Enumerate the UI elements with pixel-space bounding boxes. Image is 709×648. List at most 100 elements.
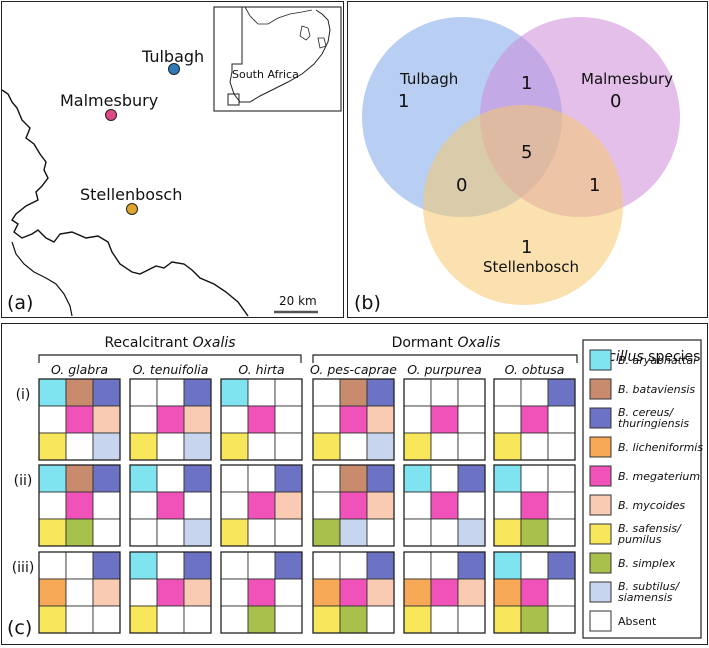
grid-cell <box>339 432 368 461</box>
grid-cell <box>92 378 121 407</box>
panel-a-label: (a) <box>7 292 33 314</box>
grid-cell <box>366 464 395 493</box>
panel-c-label: (c) <box>7 617 32 639</box>
venn-count-malmesbury-stellenbosch: 1 <box>589 175 600 196</box>
grid-cell <box>65 605 94 634</box>
legend-label: B. simplex <box>618 557 676 570</box>
panel-b-label: (b) <box>354 292 381 314</box>
grid-cell <box>366 432 395 461</box>
grid-cell <box>183 518 212 547</box>
legend-label: B. aryabhattai <box>618 354 696 367</box>
grid-cell <box>493 405 522 434</box>
site-label-stellenbosch: Stellenbosch <box>80 185 182 204</box>
grid-cell <box>493 378 522 407</box>
grid-cell <box>156 518 185 547</box>
grid-cell <box>274 491 303 520</box>
species-grid <box>493 378 576 461</box>
site-label-tulbagh: Tulbagh <box>141 47 204 66</box>
legend-swatch <box>589 436 612 458</box>
species-grid <box>220 551 303 634</box>
grid-cell <box>38 518 67 547</box>
legend-label: B. licheniformis <box>618 441 703 454</box>
legend-swatch <box>589 523 612 545</box>
venn-count-tulbagh-only: 1 <box>398 91 409 112</box>
venn-count-all-three: 5 <box>521 142 532 163</box>
grid-cell <box>430 551 459 580</box>
grid-cell <box>220 551 249 580</box>
grid-frame <box>493 551 576 634</box>
grid-cell <box>220 464 249 493</box>
grid-cell <box>430 378 459 407</box>
grid-cell <box>430 518 459 547</box>
grid-cell <box>183 405 212 434</box>
grid-cell <box>156 491 185 520</box>
panel-c-svg: Recalcitrant Oxalis Dormant Oxalis O. gl… <box>7 335 703 639</box>
species-grid <box>220 378 303 461</box>
grid-cell <box>520 578 549 607</box>
legend-item: B. cereus/thuringiensis <box>589 406 689 430</box>
grid-cell <box>493 518 522 547</box>
site-marker-malmesbury <box>105 109 117 121</box>
grid-cell <box>247 518 276 547</box>
grid-cell <box>247 491 276 520</box>
grid-cell <box>430 578 459 607</box>
grid-cell <box>220 405 249 434</box>
legend-swatch <box>589 494 612 516</box>
grid-cell <box>274 464 303 493</box>
grid-cell <box>339 378 368 407</box>
grid-cell <box>129 518 158 547</box>
grid-cell <box>312 378 341 407</box>
grid-cell <box>156 578 185 607</box>
species-grid <box>38 464 121 547</box>
grid-cell <box>339 551 368 580</box>
legend-label: pumilus <box>617 533 662 546</box>
grid-cell <box>339 518 368 547</box>
grid-cell <box>220 491 249 520</box>
species-header: O. pes-caprae <box>310 362 397 377</box>
grid-cell <box>430 491 459 520</box>
grid-cell <box>129 605 158 634</box>
grid-cell <box>339 605 368 634</box>
grid-frame <box>38 551 121 634</box>
grid-cell <box>366 405 395 434</box>
grid-cell <box>403 551 432 580</box>
grid-cell <box>92 551 121 580</box>
grid-cell <box>403 405 432 434</box>
legend-item: B. bataviensis <box>589 378 695 400</box>
grid-cell <box>493 551 522 580</box>
legend-label: B. bataviensis <box>618 383 695 396</box>
grid-frame <box>493 378 576 461</box>
grid-cell <box>156 405 185 434</box>
row-label: (iii) <box>12 560 35 576</box>
legend-swatch <box>589 552 612 574</box>
grid-cell <box>38 605 67 634</box>
grid-cell <box>520 605 549 634</box>
grid-cell <box>403 605 432 634</box>
grid-cell <box>312 605 341 634</box>
grid-cell <box>312 464 341 493</box>
grid-cell <box>547 518 576 547</box>
grid-cell <box>339 464 368 493</box>
venn-set-stellenbosch <box>423 105 623 305</box>
grid-cell <box>403 432 432 461</box>
grid-cell <box>366 378 395 407</box>
grid-cell <box>312 432 341 461</box>
grid-cell <box>92 491 121 520</box>
grid-cell <box>38 378 67 407</box>
grid-cell <box>38 432 67 461</box>
grid-cell <box>547 432 576 461</box>
legend-label: B. cereus/ <box>618 406 674 419</box>
grid-cell <box>156 432 185 461</box>
grid-cell <box>156 464 185 493</box>
legend-item: B. licheniformis <box>589 436 703 458</box>
site-marker-tulbagh <box>168 63 180 75</box>
grid-cell <box>547 464 576 493</box>
legend-item: Absent <box>589 610 657 632</box>
grid-cell <box>403 578 432 607</box>
species-header: O. hirta <box>238 362 284 377</box>
species-grid <box>220 464 303 547</box>
grid-frame <box>220 378 303 461</box>
grid-cell <box>247 405 276 434</box>
grid-cell <box>247 432 276 461</box>
inset-label: South Africa <box>232 68 299 81</box>
